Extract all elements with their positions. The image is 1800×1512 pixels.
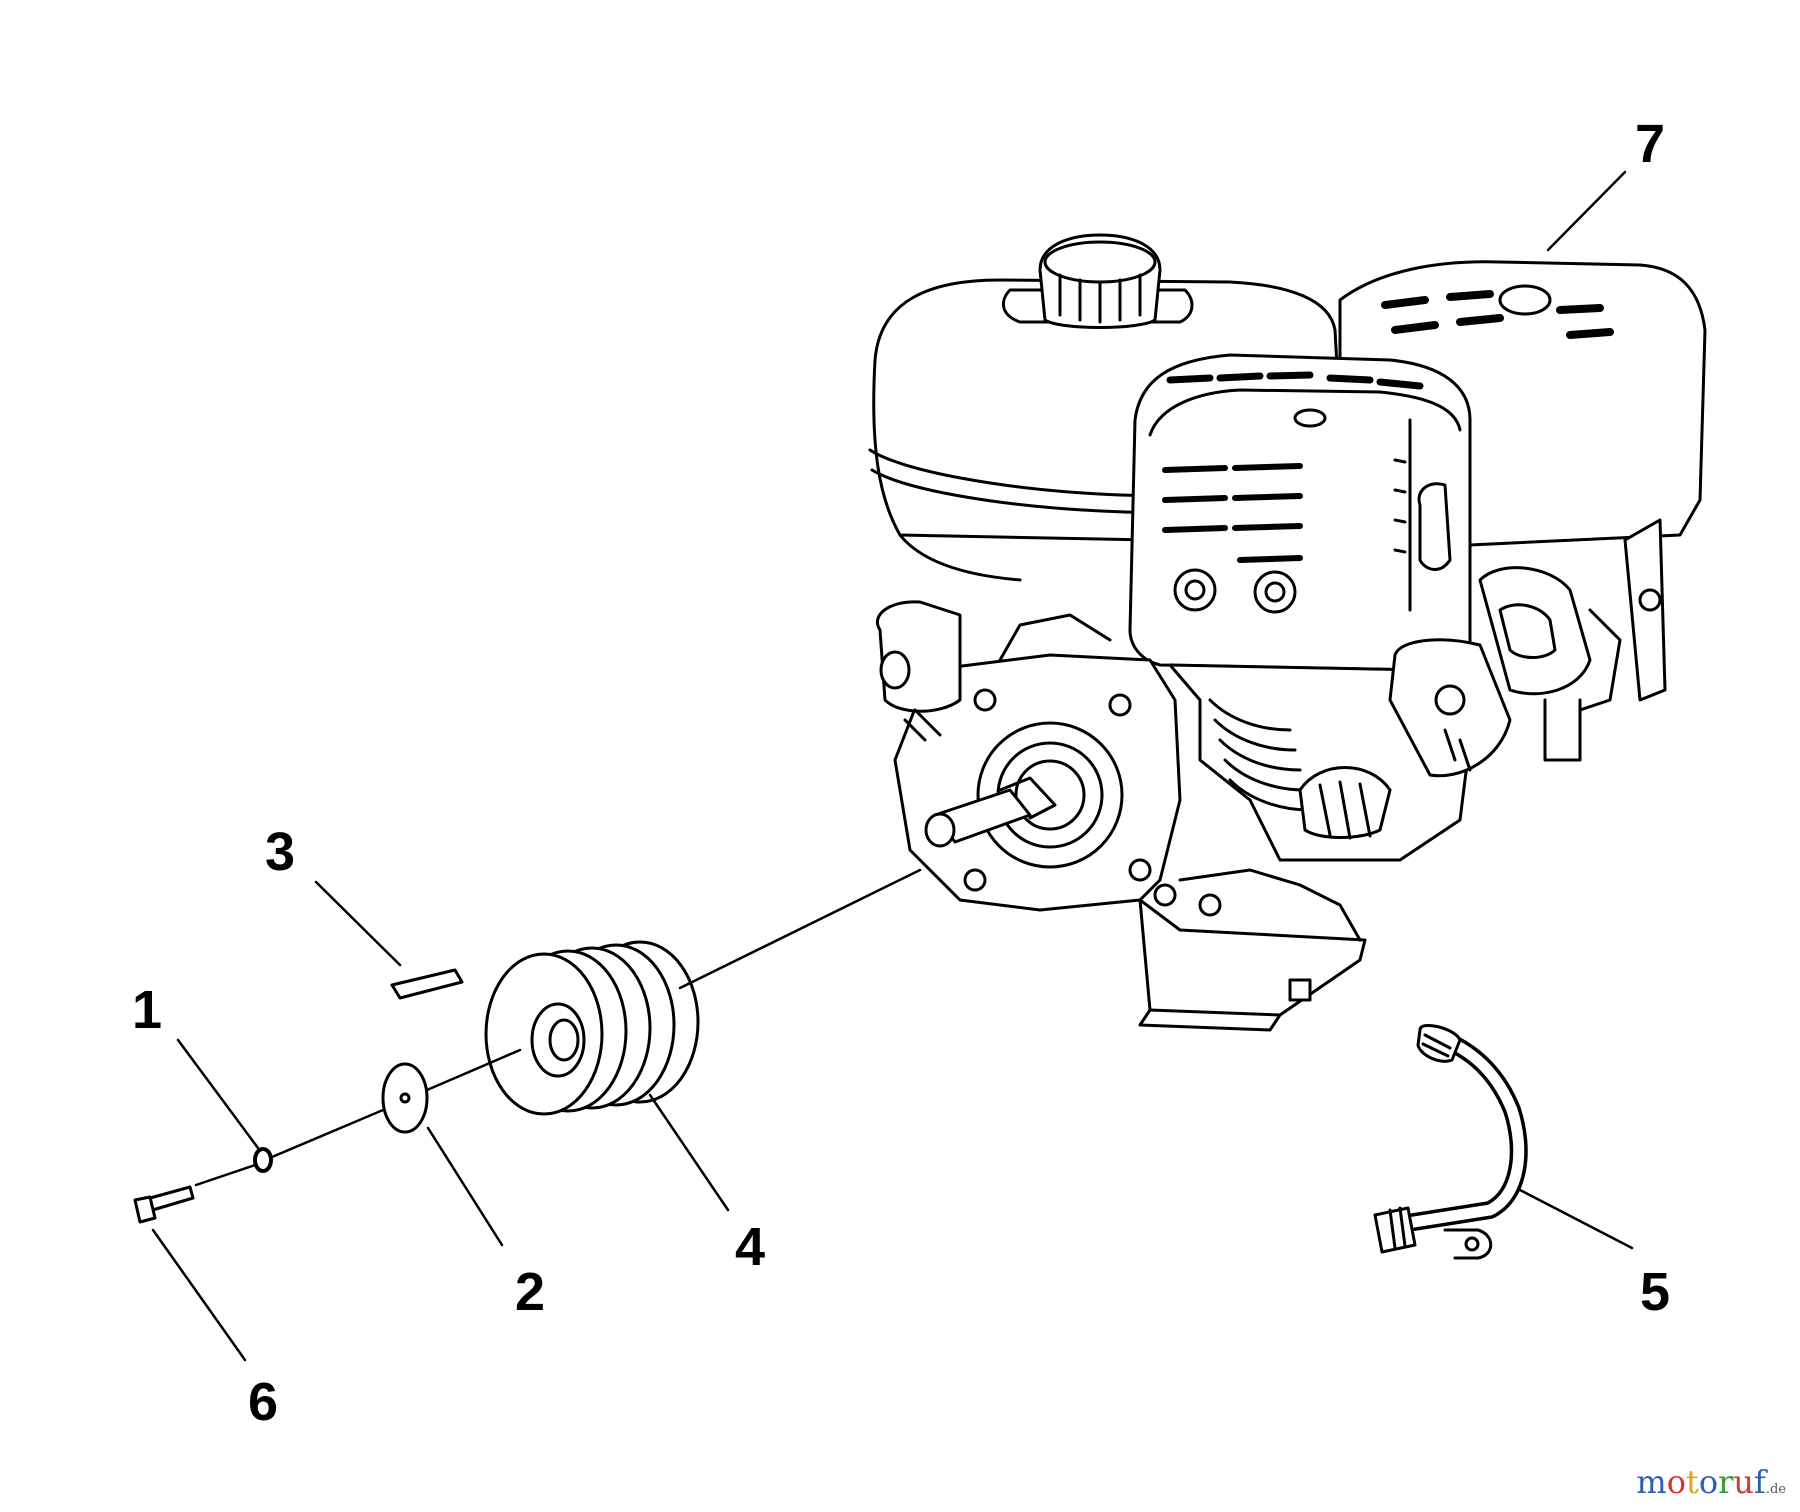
callout-4: 4 <box>735 1217 765 1277</box>
leader-line-2 <box>426 1126 504 1247</box>
watermark-letter: o <box>1666 1463 1686 1501</box>
callout-7: 7 <box>1635 114 1665 174</box>
fuel-cap <box>1038 233 1162 329</box>
callout-5: 5 <box>1640 1262 1670 1322</box>
callout-2: 2 <box>515 1262 545 1322</box>
shaft-key-illustration <box>390 968 464 1000</box>
recoil-starter-housing <box>1128 353 1472 672</box>
leader-line-3 <box>314 880 402 967</box>
callout-labels: 1 2 3 4 5 6 7 <box>132 114 1670 1432</box>
engine-illustration <box>868 233 1707 1032</box>
callout-6: 6 <box>248 1372 278 1432</box>
callout-1: 1 <box>132 980 162 1040</box>
watermark-letter: o <box>1698 1463 1719 1501</box>
callout-3: 3 <box>265 822 295 882</box>
watermark-letter: u <box>1733 1463 1754 1501</box>
leader-line-6 <box>151 1228 247 1362</box>
watermark-letter: t <box>1685 1463 1699 1501</box>
watermark-suffix: .de <box>1765 1482 1786 1497</box>
lock-washer-illustration <box>253 1147 273 1173</box>
watermark-letter: f <box>1754 1463 1766 1501</box>
leader-line-1 <box>176 1038 260 1150</box>
spark-plug-cap <box>1388 638 1512 778</box>
watermark-logo: motoruf.de <box>1636 1466 1786 1498</box>
watermark-letter: r <box>1718 1463 1734 1501</box>
pulley-illustration <box>484 940 700 1116</box>
flat-washer-illustration <box>381 1062 429 1134</box>
leader-lines <box>151 170 1634 1362</box>
bolt-illustration <box>133 1185 195 1224</box>
carburetor <box>1478 566 1622 762</box>
fuel-line-illustration <box>1373 1024 1528 1260</box>
leader-line-5 <box>1518 1188 1634 1250</box>
oil-filler <box>876 600 962 742</box>
leader-line-7 <box>1546 170 1627 252</box>
crankcase <box>893 613 1182 912</box>
watermark-letter: m <box>1636 1463 1667 1501</box>
leader-line-4 <box>648 1093 730 1212</box>
assembly-axis-line <box>194 868 922 1187</box>
engine-base <box>1138 868 1367 1032</box>
crankshaft <box>924 776 1057 848</box>
